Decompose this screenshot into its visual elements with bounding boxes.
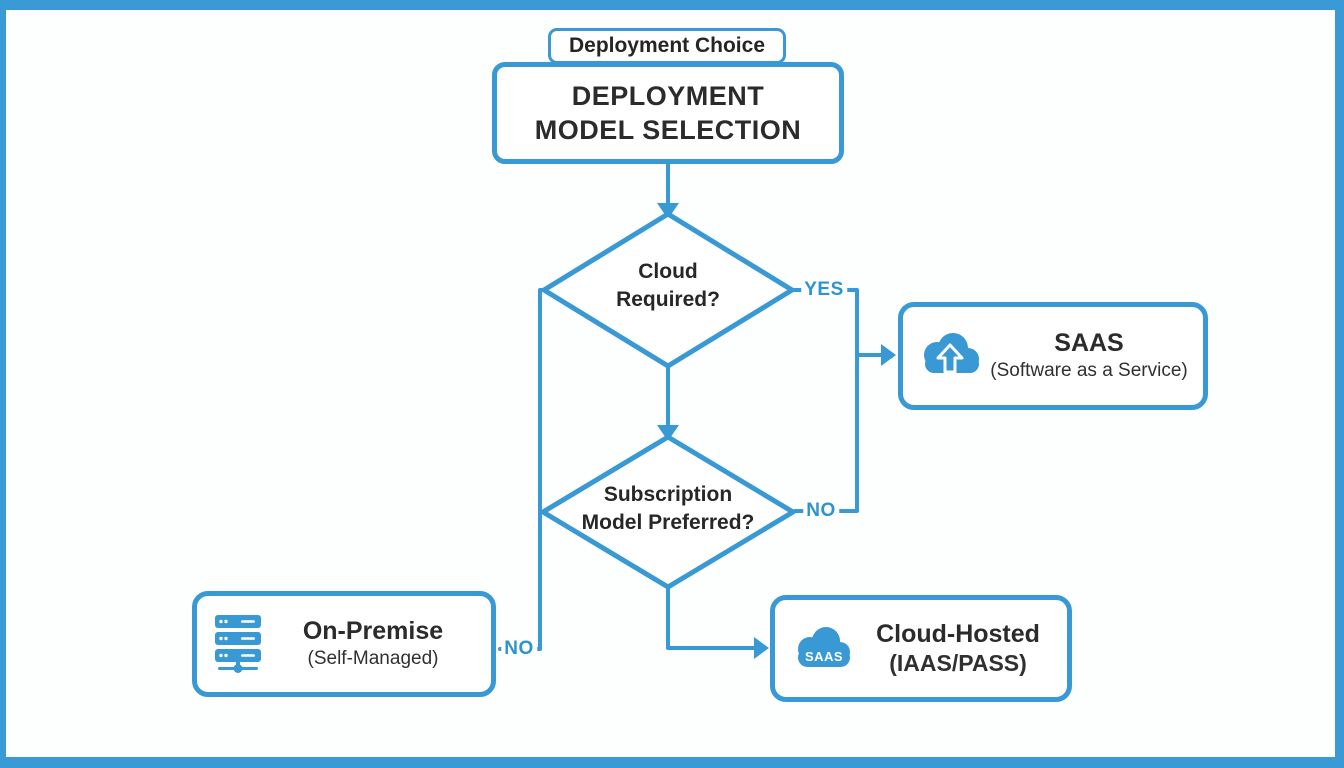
cloud-upload-icon <box>917 331 983 381</box>
outcome-onprem-title: On-Premise <box>302 617 444 645</box>
outcome-onprem: On-Premise (Self-Managed) <box>192 591 496 697</box>
arrowhead-saas <box>881 344 896 366</box>
edge-label-no-left: NO <box>501 638 537 660</box>
outcome-cloudhosted-subtitle: (IAAS/PASS) <box>889 650 1027 676</box>
decision1-line2: Required? <box>616 288 720 311</box>
cloud-saas-icon: SAAS <box>789 624 857 674</box>
start-label: Deployment Choice <box>548 28 786 64</box>
connector-to-cloudhosted <box>666 585 757 650</box>
frame-border-right <box>1335 0 1344 768</box>
edge-label-no-right: NO <box>803 500 839 522</box>
frame-border-bottom <box>0 757 1344 768</box>
start-label-text: Deployment Choice <box>568 34 766 57</box>
decision-diamond-subscription <box>540 434 796 590</box>
title-box: DEPLOYMENT MODEL SELECTION <box>492 62 844 164</box>
frame-border-left <box>0 0 6 768</box>
server-icon <box>213 613 263 675</box>
decision2-line2: Model Preferred? <box>581 511 755 534</box>
connector-no-to-onprem <box>498 288 548 651</box>
decision-diamond-cloud-required <box>541 211 795 369</box>
outcome-cloudhosted-title: Cloud-Hosted <box>876 620 1040 648</box>
arrowhead-decision2 <box>657 425 679 441</box>
frame-border-top <box>0 0 1344 10</box>
decision2-line1: Subscription <box>603 483 733 506</box>
outcome-cloudhosted-texts: Cloud-Hosted (IAAS/PASS) <box>857 619 1059 678</box>
outcome-onprem-texts: On-Premise (Self-Managed) <box>263 616 483 672</box>
edge-label-yes: YES <box>801 279 847 301</box>
decision1-line1: Cloud <box>638 260 698 283</box>
decision2-label: Subscription Model Preferred? <box>548 481 788 537</box>
connector-yes-no-rail <box>790 288 859 513</box>
title-line1: DEPLOYMENT <box>571 81 765 111</box>
title-line2: MODEL SELECTION <box>534 115 802 145</box>
outcome-saas: SAAS (Software as a Service) <box>898 302 1208 410</box>
outcome-saas-subtitle: (Software as a Service) <box>990 360 1188 381</box>
outcome-onprem-subtitle: (Self-Managed) <box>307 648 439 669</box>
decision1-label: Cloud Required? <box>568 258 768 314</box>
outcome-saas-texts: SAAS (Software as a Service) <box>983 328 1195 384</box>
outcome-saas-title: SAAS <box>1054 329 1124 357</box>
arrowhead-cloudhosted <box>754 637 769 659</box>
cloud-saas-icon-text: SAAS <box>805 649 843 664</box>
outcome-cloudhosted: SAAS Cloud-Hosted (IAAS/PASS) <box>770 595 1072 702</box>
arrowhead-decision1 <box>657 203 679 219</box>
